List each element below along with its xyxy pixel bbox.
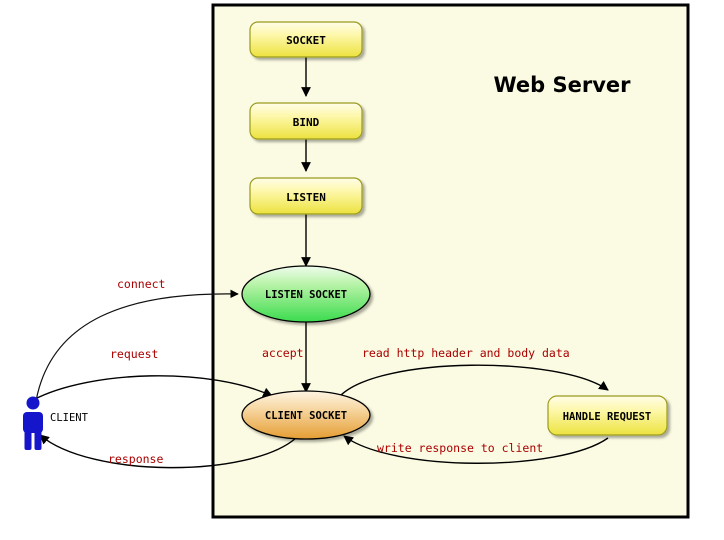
node-client-socket-shape[interactable] (241, 390, 371, 440)
edge-client-to-listen-socket: connect (34, 277, 239, 408)
node-bind-shape[interactable] (249, 102, 363, 140)
node-listen[interactable] (249, 177, 363, 215)
node-socket-label: SOCKET (286, 34, 326, 47)
node-client-socket[interactable] (241, 390, 371, 440)
node-listen-socket-label: LISTEN SOCKET (265, 289, 347, 301)
node-listen-shape[interactable] (249, 177, 363, 215)
node-handle-request-label: HANDLE REQUEST (563, 411, 652, 423)
person-icon (23, 396, 43, 450)
node-listen-socket[interactable] (241, 265, 371, 323)
edge-label-write-response: write response to client (377, 441, 543, 455)
edge-handle-request-to-client-socket: write response to client (343, 435, 609, 464)
node-listen-socket-shape[interactable] (241, 265, 371, 323)
node-client-socket-label: CLIENT SOCKET (265, 410, 347, 422)
edge-label-connect: connect (117, 277, 165, 291)
edge-client-socket-to-handle-request: read http header and body data (339, 346, 609, 397)
node-bind-label: BIND (293, 116, 320, 129)
edge-label-response: response (108, 452, 163, 466)
client-actor[interactable]: CLIENT (23, 396, 89, 451)
node-listen-label: LISTEN (286, 191, 326, 204)
node-handle-request[interactable] (547, 395, 668, 436)
edge-label-read-http: read http header and body data (362, 346, 570, 360)
client-actor-label: CLIENT (50, 412, 89, 424)
node-bind[interactable] (249, 102, 363, 140)
edge-label-accept: accept (262, 346, 304, 360)
edge-label-request: request (110, 347, 158, 361)
node-handle-request-shape[interactable] (547, 395, 668, 436)
web-server-title: Web Server (493, 73, 631, 97)
edge-listen-socket-to-client-socket: accept (262, 322, 311, 393)
edge-client-socket-to-client: response (39, 434, 297, 469)
node-socket-shape[interactable] (249, 21, 363, 58)
edge-client-to-client-socket: request (32, 347, 273, 401)
node-socket[interactable] (249, 21, 363, 58)
